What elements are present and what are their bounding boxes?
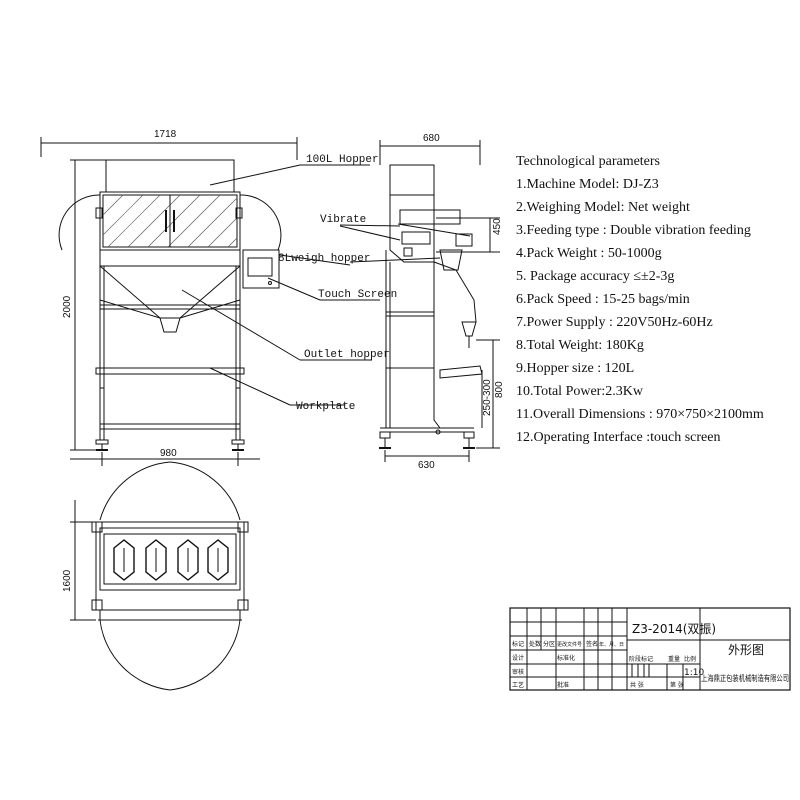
tb-total-sheets: 共 张 <box>630 681 644 689</box>
param-item: 7.Power Supply : 220V50Hz-60Hz <box>516 315 713 330</box>
tb-count: 处数 <box>529 640 541 648</box>
param-item: 3.Feeding type : Double vibration feedin… <box>516 223 751 238</box>
param-item: 2.Weighing Model: Net weight <box>516 200 690 215</box>
front-view: 1718 <box>40 129 397 466</box>
param-item: 9.Hopper size : 120L <box>516 361 635 376</box>
callout-weigh-hopper: 8Lweigh hopper <box>278 253 370 265</box>
drawing-number: Z3-2014(双振) <box>632 622 716 636</box>
callout-workplate: Workplate <box>296 401 355 413</box>
tb-ratio: 比例 <box>684 655 696 663</box>
front-base-dim: 980 <box>160 448 177 459</box>
tb-stage-mark: 阶段标记 <box>629 655 653 663</box>
tb-marks: 标记 <box>512 640 524 648</box>
param-item: 5. Package accuracy ≤±2-3g <box>516 269 675 284</box>
tb-process: 工艺 <box>512 681 524 689</box>
param-item: 1.Machine Model: DJ-Z3 <box>516 177 659 192</box>
side-height-dim: 800 <box>494 381 505 398</box>
tb-design: 设计 <box>512 654 524 662</box>
title-block: Z3-2014(双振) 外形图 1:10 上海鼎正包装机械制造有限公司 标记 处… <box>509 607 791 691</box>
front-height-dim: 2000 <box>62 295 73 318</box>
tb-weight: 重量 <box>668 655 680 663</box>
tb-change-doc: 更改文件号 <box>557 641 582 648</box>
side-view: 680 Vibrate 450 800 250-3 <box>320 133 505 471</box>
tb-sheet: 第 张 <box>670 681 684 689</box>
parameters-title: Technological parameters <box>516 154 661 169</box>
tb-standardize: 标准化 <box>557 654 575 662</box>
tb-approve: 批准 <box>557 681 569 689</box>
tb-sign: 签名 <box>586 640 598 648</box>
scale-value: 1:10 <box>684 668 704 678</box>
outlet-range-dim: 250-300 <box>482 379 493 416</box>
param-item: 10.Total Power:2.3Kw <box>516 384 643 399</box>
param-item: 6.Pack Speed : 15-25 bags/min <box>516 292 690 307</box>
plan-height-dim: 1600 <box>62 569 73 592</box>
side-base-dim: 630 <box>418 460 435 471</box>
drawing-name: 外形图 <box>728 643 764 657</box>
callout-hopper: 100L Hopper <box>306 154 379 166</box>
company-name: 上海鼎正包装机械制造有限公司 <box>701 673 789 683</box>
plan-view: 1600 <box>62 461 249 691</box>
front-width-dim: 1718 <box>154 129 177 140</box>
param-item: 8.Total Weight: 180Kg <box>516 338 644 353</box>
tb-zone: 分区 <box>543 640 555 648</box>
param-item: 11.Overall Dimensions : 970×750×2100mm <box>516 407 764 422</box>
side-top-dim: 450 <box>492 218 503 235</box>
param-item: 4.Pack Weight : 50-1000g <box>516 246 662 261</box>
side-width-dim: 680 <box>423 133 440 144</box>
parameters-list: Technological parameters 1.Machine Model… <box>516 154 796 453</box>
param-item: 12.Operating Interface :touch screen <box>516 430 721 445</box>
tb-date: 年、月、日 <box>599 641 624 648</box>
callout-vibrate: Vibrate <box>320 214 366 226</box>
callout-touch-screen: Touch Screen <box>318 289 397 301</box>
callout-outlet-hopper: Outlet hopper <box>304 349 390 361</box>
tb-review: 审核 <box>512 668 524 676</box>
